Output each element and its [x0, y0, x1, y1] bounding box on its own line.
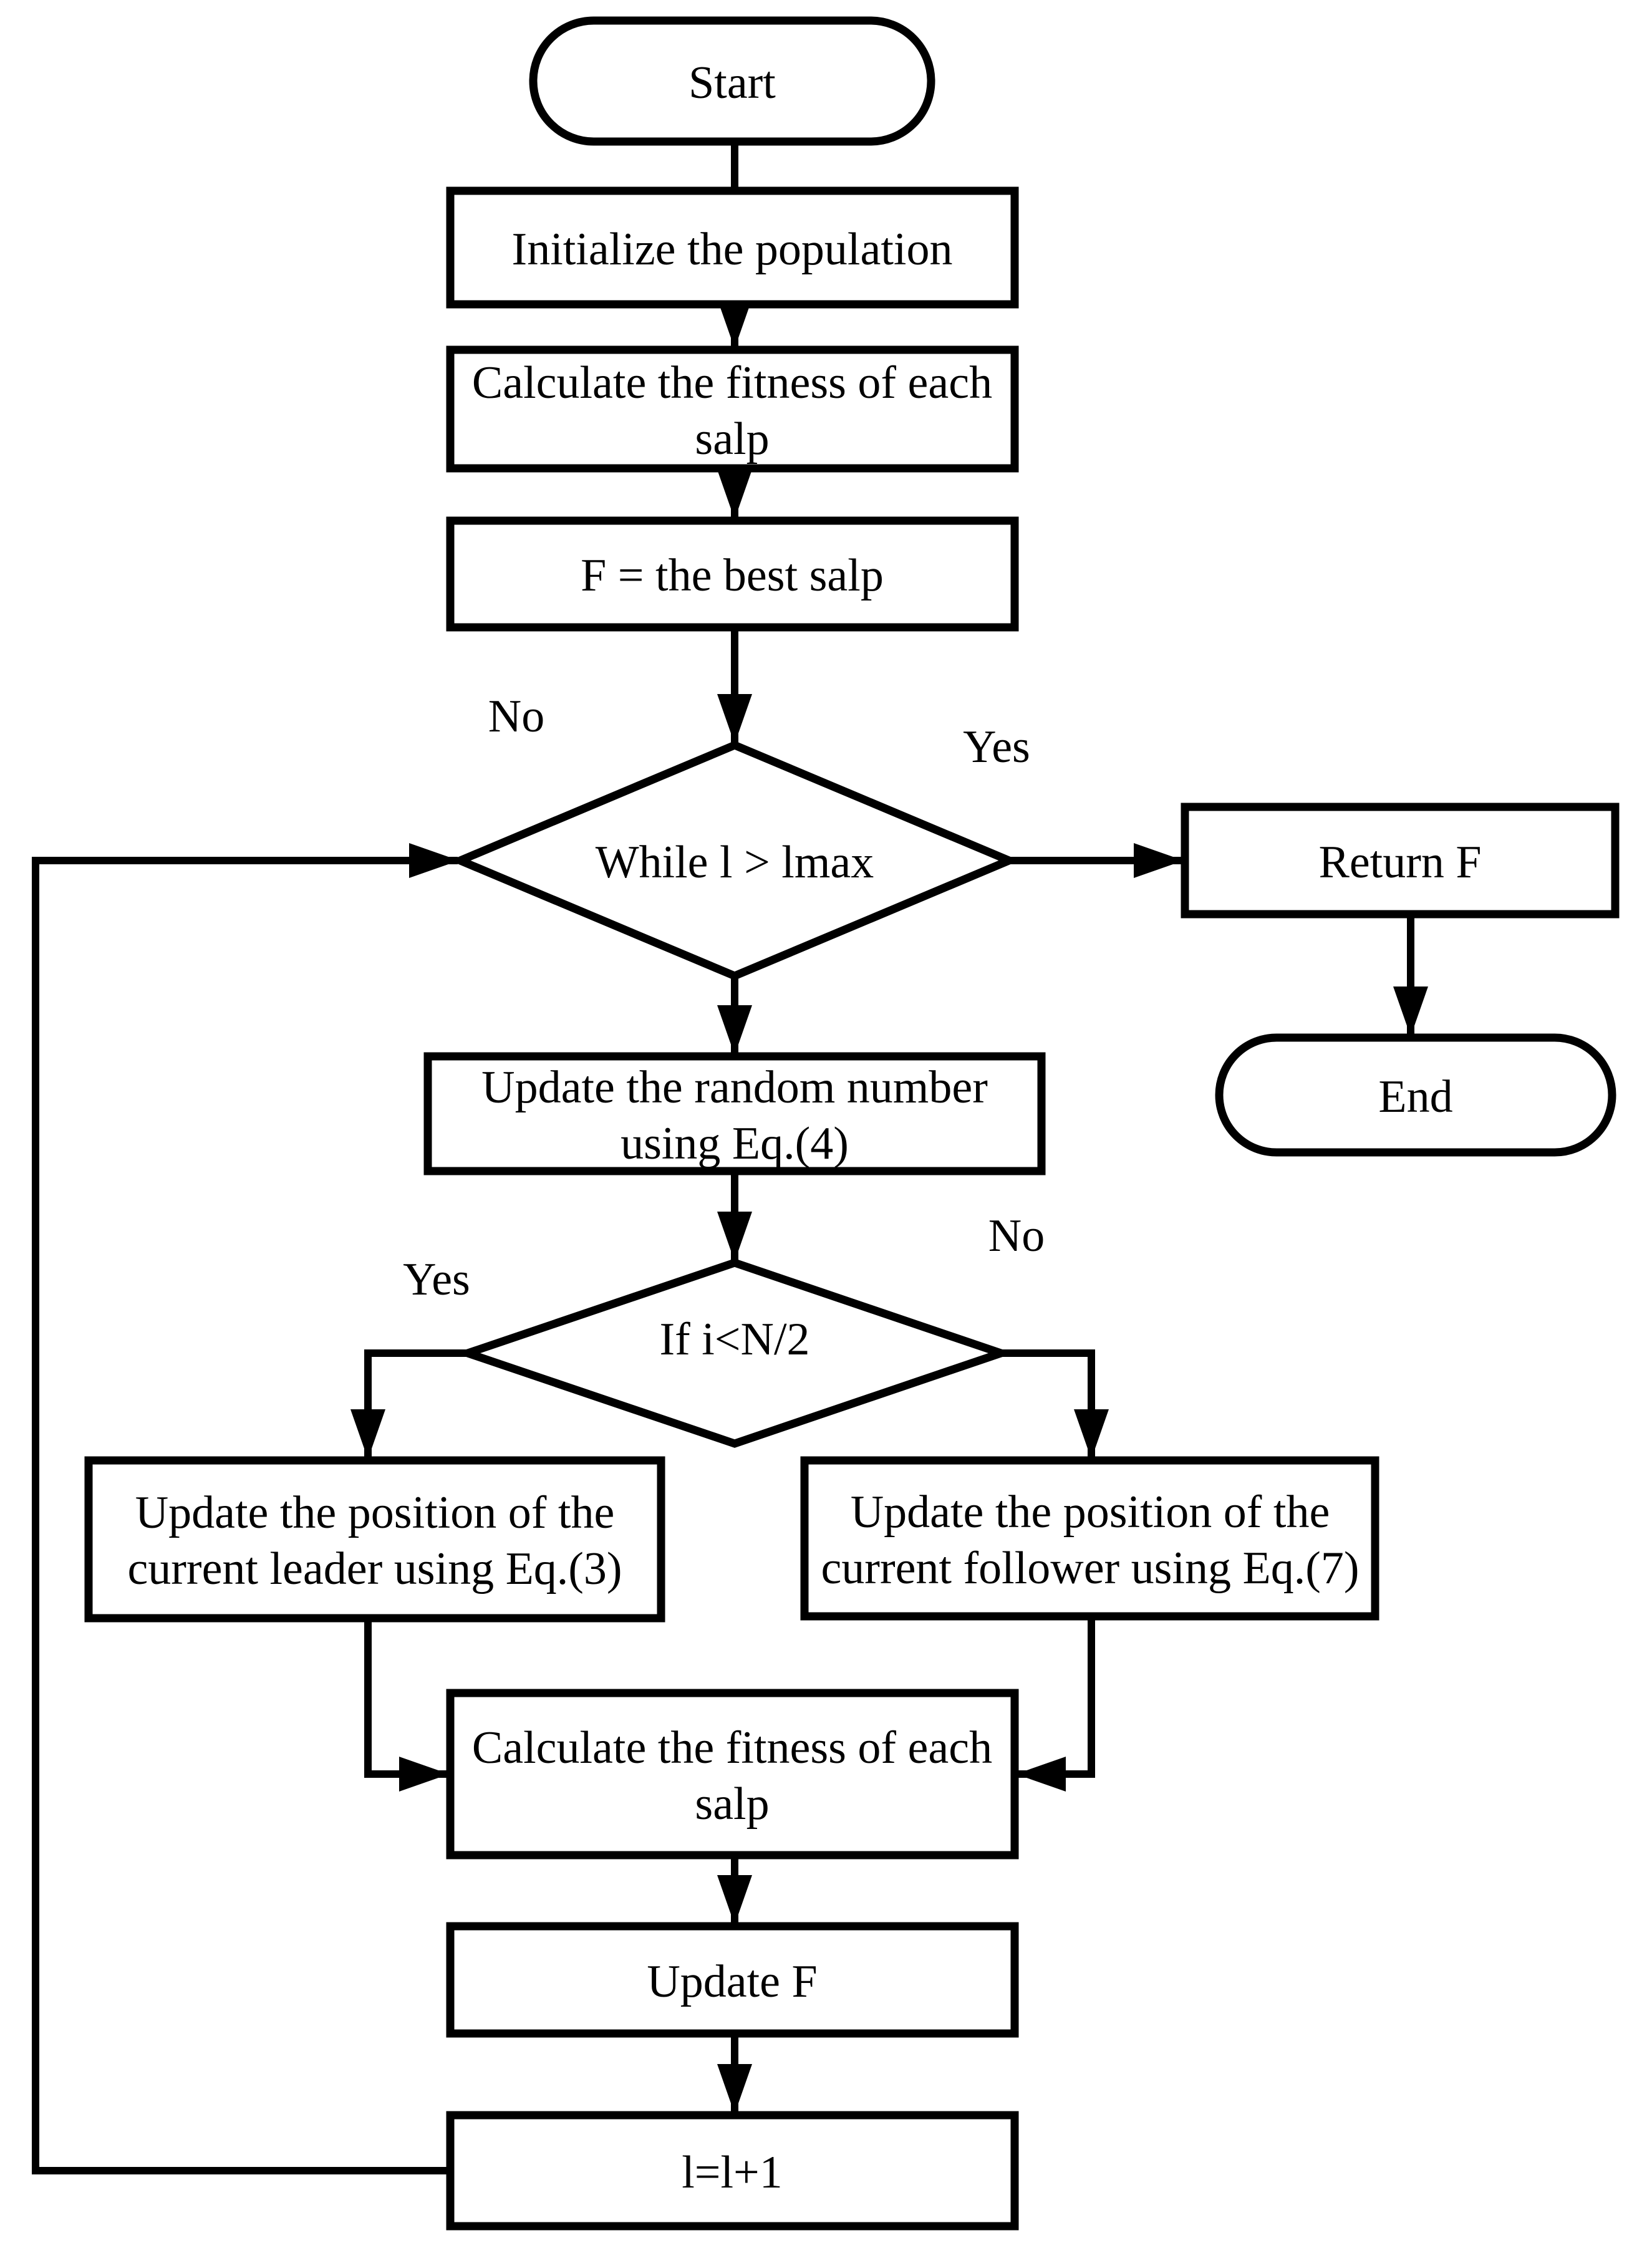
initialize-population-shape — [446, 186, 1019, 309]
edge-if-check-yes-to-update-leader — [350, 1349, 468, 1459]
update-leader-label-line1: Update the position of the — [135, 1487, 615, 1538]
if-check-node: If i<N/2 — [455, 1258, 1014, 1448]
calc-fitness-2-label-line2: salp — [695, 1778, 769, 1830]
while-check-diamond-shape — [450, 740, 1020, 981]
update-random-label-line1: Update the random number — [481, 1062, 988, 1113]
update-follower-label-line1: Update the position of the — [851, 1487, 1330, 1538]
update-leader-node: Update the position of the current leade… — [84, 1456, 665, 1623]
calc-fitness-1-label-line2: salp — [695, 413, 769, 465]
edge-update-leader-to-calc-fitness-2 — [364, 1618, 449, 1792]
best-salp-label: F = the best salp — [581, 550, 884, 601]
increment-node: l=l+1 — [446, 2111, 1019, 2231]
edge-if-check-no-to-update-follower — [1001, 1349, 1109, 1459]
while-check-no-label: No — [488, 691, 544, 742]
increment-label: l=l+1 — [682, 2147, 783, 2198]
start-label: Start — [688, 57, 776, 109]
return-f-node: Return F — [1181, 803, 1620, 919]
calc-fitness-1-node: Calculate the fitness of each salp — [446, 345, 1019, 473]
calc-fitness-1-label-line1: Calculate the fitness of each — [472, 357, 992, 408]
update-leader-shape — [84, 1456, 665, 1623]
start-terminator-shape — [529, 16, 935, 146]
edge-increment-loopback-to-while-check — [32, 843, 459, 2174]
calc-fitness-2-node: Calculate the fitness of each salp — [446, 1689, 1019, 1860]
update-follower-shape — [800, 1456, 1379, 1621]
update-random-node: Update the random number using Eq.(4) — [423, 1052, 1046, 1175]
while-check-label: While l > lmax — [596, 837, 874, 888]
calc-fitness-1-shape — [446, 345, 1019, 473]
return-f-label: Return F — [1318, 837, 1481, 888]
update-random-shape — [423, 1052, 1046, 1175]
initialize-population-node: Initialize the population — [446, 186, 1019, 309]
if-check-diamond-shape — [455, 1258, 1014, 1448]
end-terminator-shape — [1215, 1033, 1616, 1157]
if-check-label: If i<N/2 — [659, 1314, 809, 1365]
initialize-population-label: Initialize the population — [512, 224, 953, 275]
while-check-node: While l > lmax — [450, 740, 1020, 981]
update-leader-label-line2: current leader using Eq.(3) — [127, 1543, 622, 1594]
update-follower-node: Update the position of the current follo… — [800, 1456, 1379, 1621]
update-f-shape — [446, 1922, 1019, 2038]
calc-fitness-2-shape — [446, 1689, 1019, 1860]
start-node: Start — [529, 16, 935, 146]
if-check-no-label: No — [988, 1210, 1045, 1261]
best-salp-shape — [446, 516, 1019, 632]
calc-fitness-2-label-line1: Calculate the fitness of each — [472, 1722, 992, 1773]
end-node: End — [1215, 1033, 1616, 1157]
update-random-label-line2: using Eq.(4) — [621, 1118, 849, 1169]
best-salp-node: F = the best salp — [446, 516, 1019, 632]
end-label: End — [1378, 1071, 1452, 1122]
edge-update-follower-to-calc-fitness-2 — [1016, 1616, 1095, 1792]
update-f-node: Update F — [446, 1922, 1019, 2038]
return-f-shape — [1181, 803, 1620, 919]
while-check-yes-label: Yes — [963, 721, 1030, 773]
update-follower-label-line2: current follower using Eq.(7) — [821, 1543, 1359, 1594]
if-check-yes-label: Yes — [403, 1254, 470, 1305]
update-f-label: Update F — [647, 1956, 817, 2007]
increment-shape — [446, 2111, 1019, 2231]
